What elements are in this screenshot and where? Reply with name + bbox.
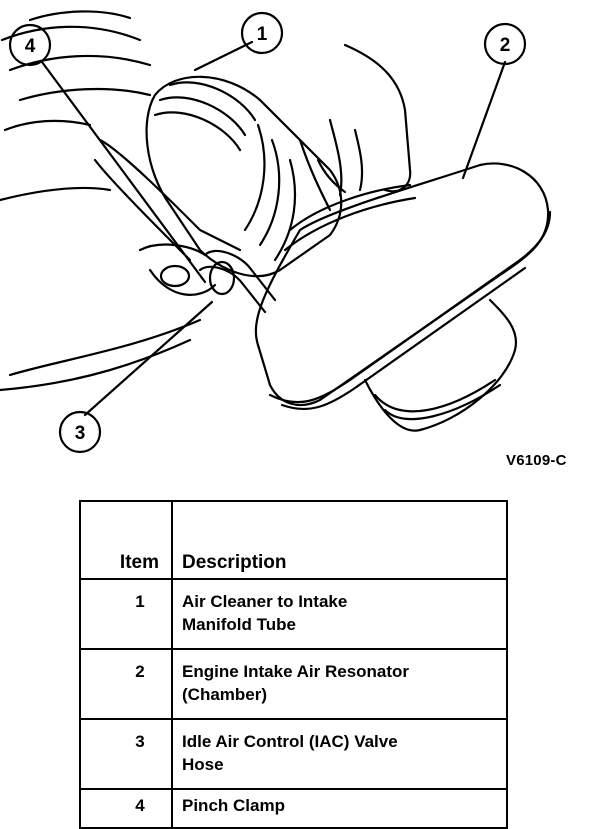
description-line: Manifold Tube — [182, 615, 296, 634]
callout-1: 1 — [257, 24, 268, 45]
tube-corrugation-4 — [243, 123, 266, 232]
legend-item-description: Idle Air Control (IAC) Valve Hose — [171, 718, 508, 790]
legend-item-number: 2 — [79, 648, 173, 720]
resonator-neck-ring — [283, 183, 417, 252]
legend-item-description: Air Cleaner to Intake Manifold Tube — [171, 578, 508, 650]
description-line: Hose — [182, 755, 224, 774]
resonator-rim-1 — [268, 210, 552, 404]
legend-item-number: 3 — [79, 718, 173, 790]
legend-header-description: Description — [171, 500, 508, 580]
legend-item-number: 4 — [79, 788, 173, 829]
bracket-bolt — [159, 264, 191, 288]
callout-circle-3 — [58, 410, 102, 454]
callout-circle-1 — [240, 11, 284, 55]
description-line: Pinch Clamp — [182, 796, 285, 815]
leader-3 — [83, 300, 214, 417]
iac-hose — [198, 249, 277, 314]
upper-hand-outline — [328, 43, 412, 197]
callout-3: 3 — [75, 423, 86, 444]
tube-corrugation-6 — [273, 158, 297, 262]
engine-background-lines — [0, 10, 152, 132]
leader-2 — [461, 60, 507, 180]
resonator-outlet — [363, 298, 518, 432]
legend-header-item: Item — [79, 500, 173, 580]
callout-2: 2 — [500, 35, 511, 56]
legend-row: 2 Engine Intake Air Resonator (Chamber) — [79, 648, 508, 720]
tube-corrugation-3 — [153, 111, 242, 152]
description-line: Idle Air Control (IAC) Valve — [182, 732, 398, 751]
parts-legend-table: Item Description 1 Air Cleaner to Intake… — [79, 500, 508, 829]
description-line: Air Cleaner to Intake — [182, 592, 348, 611]
tube-corrugation-1 — [168, 81, 257, 122]
legend-item-number: 1 — [79, 578, 173, 650]
description-line: Engine Intake Air Resonator — [182, 662, 410, 681]
figure-code: V6109-C — [506, 452, 567, 469]
outlet-ring — [373, 378, 502, 421]
callout-circle-2 — [483, 22, 527, 66]
tube-corrugation-5 — [258, 138, 281, 247]
leader-4 — [40, 60, 207, 284]
legend-row: 4 Pinch Clamp — [79, 788, 508, 829]
lower-hand-outline — [0, 186, 202, 392]
description-line: (Chamber) — [182, 685, 268, 704]
finger-lines — [298, 138, 347, 212]
tube-corrugation-2 — [158, 96, 247, 137]
intake-resonator-illustration: 1 2 3 4 — [0, 10, 552, 454]
legend-row: 3 Idle Air Control (IAC) Valve Hose — [79, 718, 508, 790]
leader-1 — [193, 40, 254, 72]
legend-item-description: Engine Intake Air Resonator (Chamber) — [171, 648, 508, 720]
legend-row: 1 Air Cleaner to Intake Manifold Tube — [79, 578, 508, 650]
bracket-arm — [93, 138, 242, 296]
iac-hose-end — [208, 260, 236, 296]
callout-circle-4 — [8, 23, 52, 67]
resonator-rim-2 — [280, 266, 527, 411]
legend-header-row: Item Description — [79, 500, 508, 580]
legend-item-description: Pinch Clamp — [171, 788, 508, 829]
callout-4: 4 — [25, 36, 36, 57]
intake-tube-outline — [145, 75, 343, 278]
